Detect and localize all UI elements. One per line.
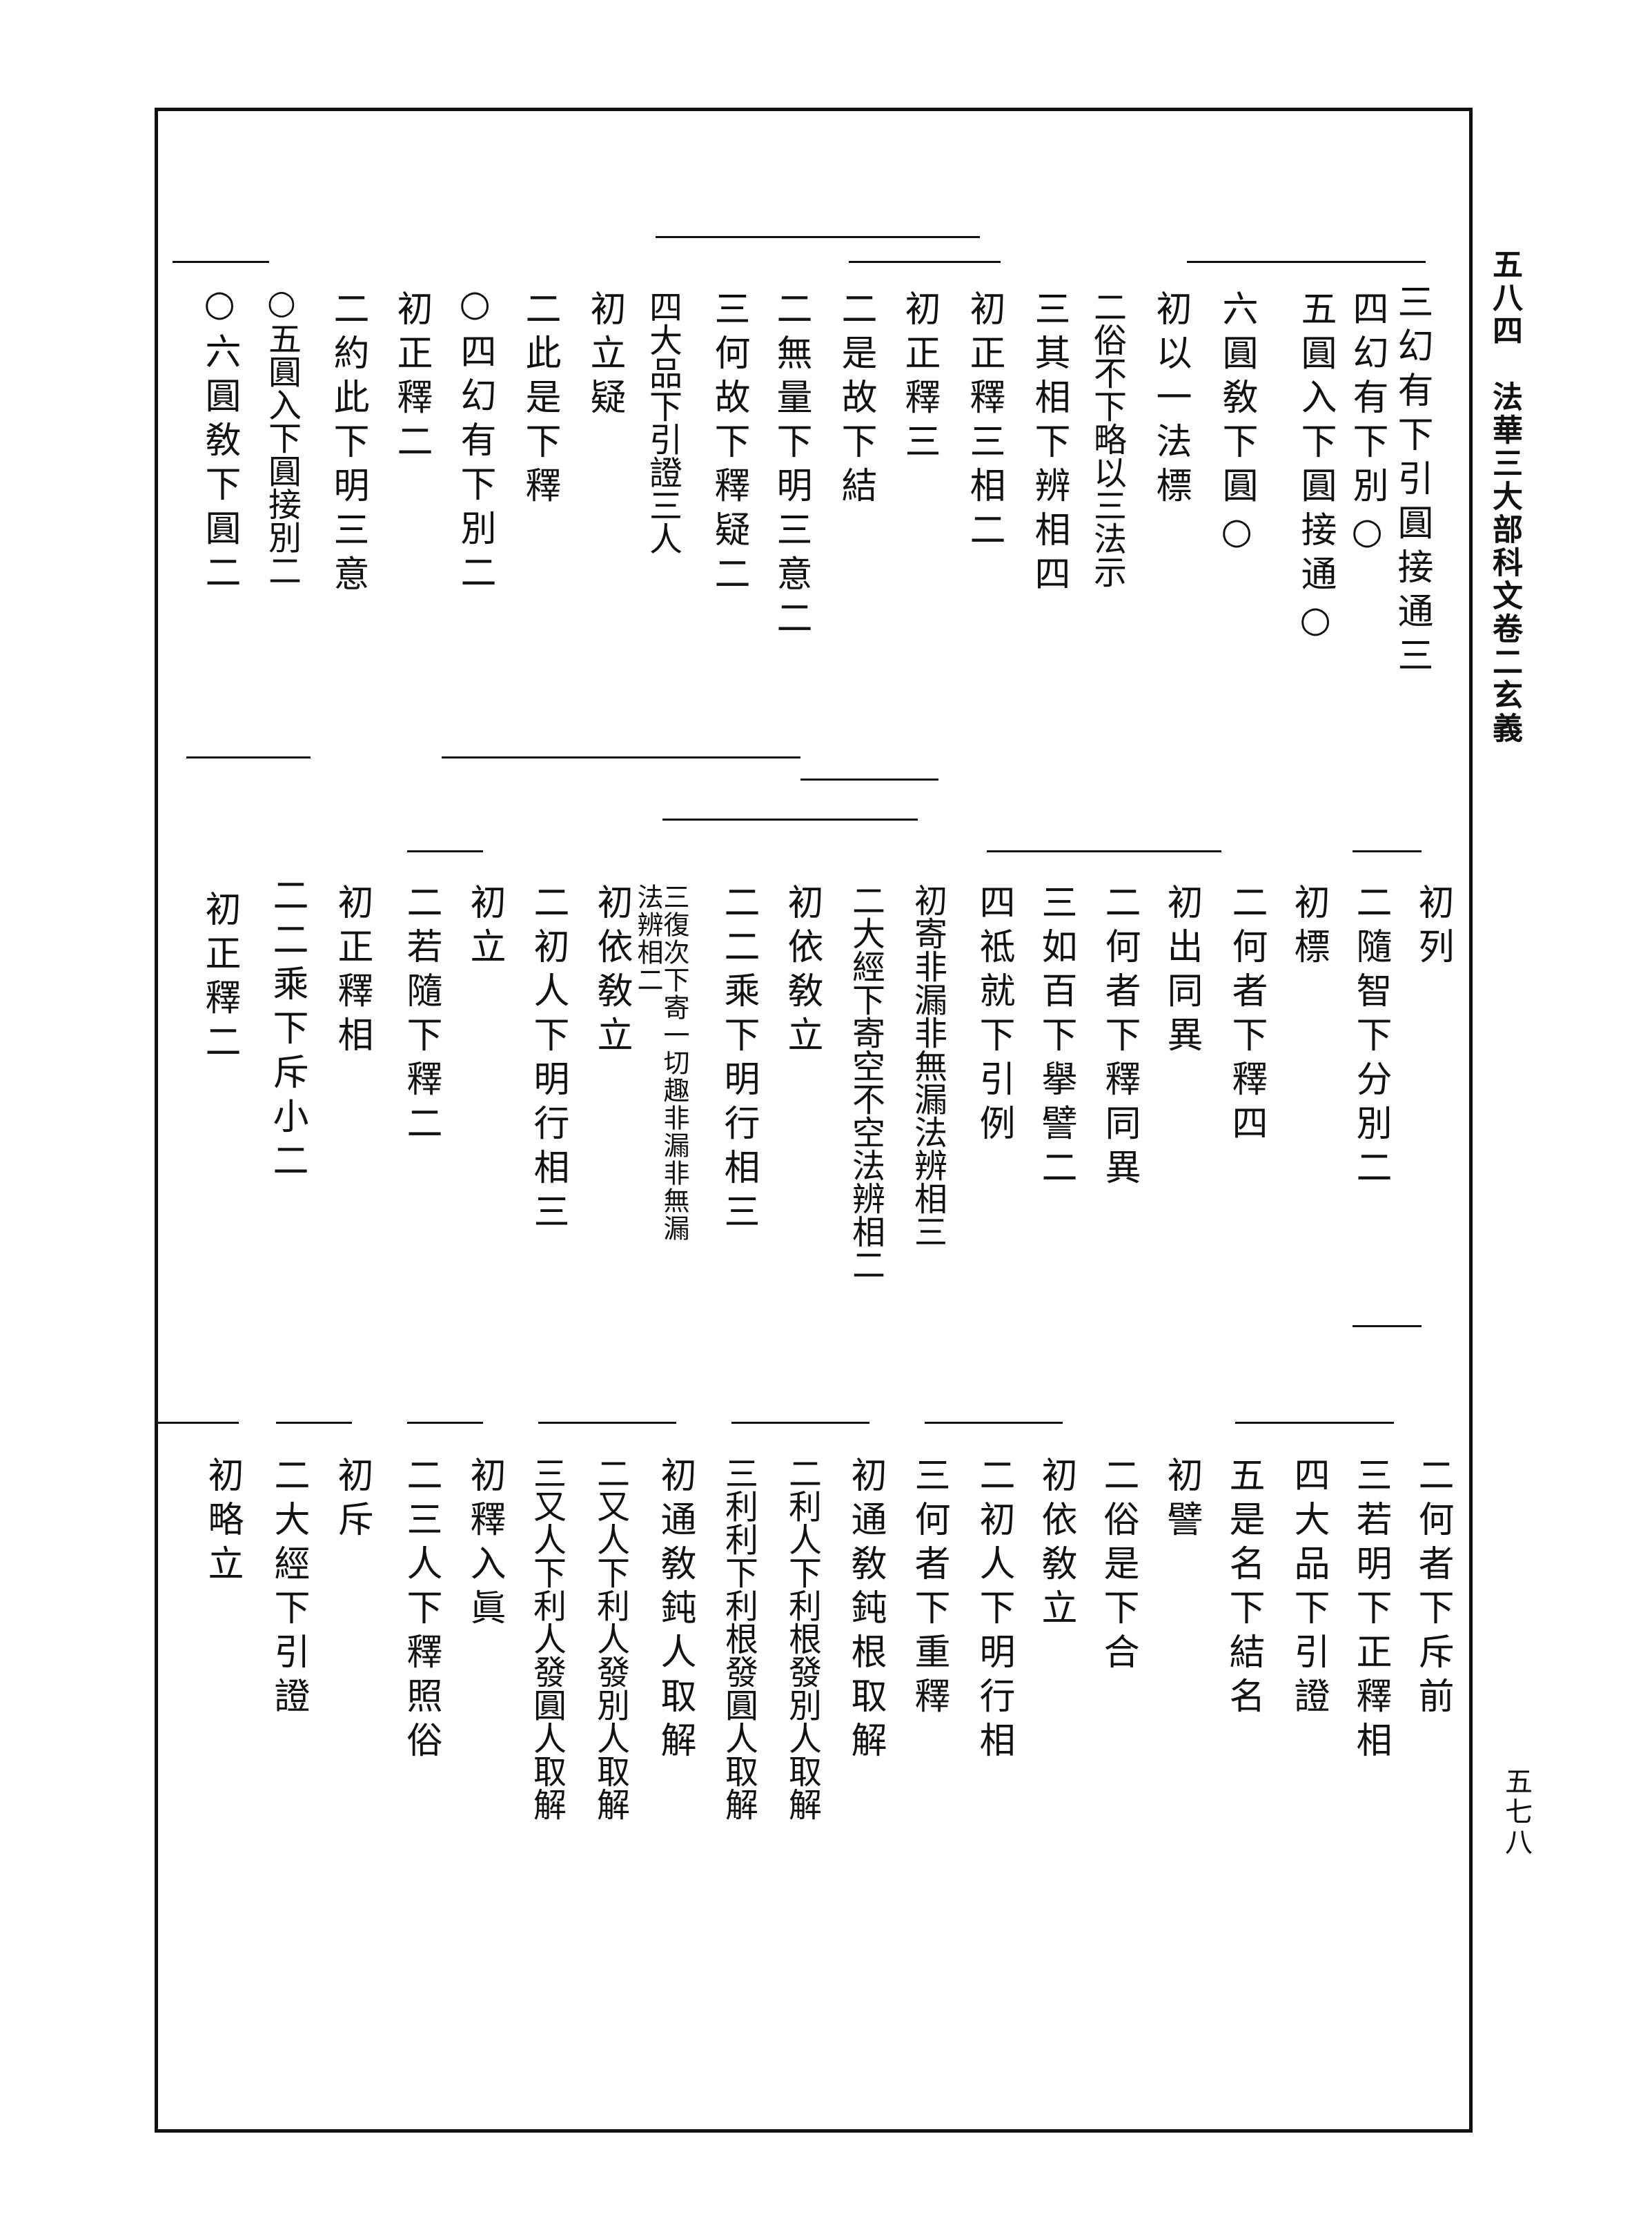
band3-entry-5: 初譬 (1161, 1456, 1202, 1545)
band1-bottom-connector-far (186, 756, 311, 758)
band1-entry-1: 三幻有下引圓接通三 (1391, 283, 1433, 681)
band3-entry-16: 初釋入眞 (464, 1456, 505, 1633)
band1-entry-16: ○四幻有下別二 (454, 283, 495, 598)
band3-entry-3: 四大品下引證 (1288, 1456, 1329, 1721)
band2-entry-14: 初依敎立 (591, 883, 632, 1060)
band2-entry-4: 二何者下釋四 (1226, 883, 1267, 1148)
band3-top-rule-f (276, 1422, 352, 1424)
band2-top-rule-mid (987, 850, 1221, 852)
band2-entry-11: 初依敎立 (781, 883, 823, 1060)
band3-entry-7: 初依敎立 (1035, 1456, 1076, 1633)
running-head: 五八四 法華三大部科文卷二玄義 (1487, 248, 1522, 745)
band2-entry-8: 四祗就下引例 (973, 883, 1014, 1148)
band3-top-rule-e (407, 1422, 483, 1424)
band3-entry-20: 初略立 (201, 1456, 243, 1589)
band1-entry-12: 三何故下釋疑二 (708, 290, 749, 599)
band1-entry-7: 三其相下辨相四 (1028, 290, 1070, 599)
band3-entry-11: 二利人下利根發別人取解 (783, 1456, 821, 1821)
band3-entry-18: 初斥 (331, 1456, 373, 1545)
band1-top-rule-left (173, 261, 269, 263)
band1-top-rule-mid2 (849, 261, 1001, 263)
band1-entry-17: 初正釋二 (391, 290, 432, 467)
band1-entry-18: 二約此下明三意 (327, 290, 368, 599)
band1-entry-9: 初正釋三 (898, 290, 940, 467)
page-frame (155, 108, 1473, 2133)
band1-entry-8: 初正釋三相二 (963, 290, 1005, 555)
band2-entry-13: 三復次下寄一切趣非漏非無漏法辨相二 (633, 883, 689, 1242)
band2-entry-6: 二何者下釋同異 (1099, 883, 1140, 1193)
band1-entry-15: 二此是下釋 (519, 290, 560, 511)
band2-entry-20: 初正釋二 (199, 890, 240, 1067)
band1-top-rule-mid (656, 236, 980, 238)
band2-top-rule-center (662, 819, 918, 821)
band2-entry-1: 初列 (1412, 883, 1453, 972)
band2-entry-3: 初標 (1288, 883, 1329, 972)
band2-entry-15: 二初人下明行相三 (527, 883, 569, 1237)
band3-entry-6: 二俗是下合 (1097, 1456, 1139, 1677)
band3-entry-10: 初通敎鈍根取解 (845, 1456, 886, 1765)
band3-top-rule-a (1235, 1422, 1394, 1424)
band2-top-rule-left (407, 850, 483, 852)
band2-entry-2: 二隨智下分別二 (1350, 883, 1391, 1193)
band2-top-rule-right (1353, 850, 1422, 852)
band2-entry-7: 三如百下擧譬二 (1035, 883, 1076, 1193)
band2-entry-12: 二二乘下明行相三 (718, 883, 759, 1237)
band1-top-rule-right (1187, 261, 1426, 263)
band3-entry-2: 三若明下正釋相 (1350, 1456, 1391, 1765)
band3-top-rule-b (925, 1422, 1063, 1424)
band1-entry-11: 二無量下明三意二 (770, 290, 812, 643)
band1-entry-5: 初以一法標 (1150, 290, 1191, 511)
band3-entry-8: 二初人下明行相 (973, 1456, 1014, 1765)
band3-top-rule-d (538, 1422, 676, 1424)
band2-entry-9: 初寄非漏非無漏法辨相三 (908, 883, 947, 1248)
band3-entry-14: 二又人下利人發別人取解 (591, 1456, 629, 1821)
band1-entry-3: 五圓入下圓接通○ (1295, 290, 1336, 649)
band2-entry-18: 初正釋相 (331, 883, 373, 1060)
band3-entry-19: 二大經下引證 (268, 1456, 309, 1721)
band3-entry-13: 初通敎鈍人取解 (654, 1456, 696, 1765)
band2-entry-10: 二大經下寄空不空法辨相二 (846, 883, 885, 1281)
band3-entry-9: 三何者下重釋 (908, 1456, 950, 1721)
band3-entry-15: 三又人下利人發圓人取解 (527, 1456, 566, 1821)
folio-number: 五七八 (1500, 1767, 1532, 1858)
band1-entry-4: 六圓敎下圓○ (1216, 290, 1257, 560)
band2-entry-19: 二二乘下斥小二 (266, 877, 308, 1186)
band1-entry-13: 四大品下引證三人 (643, 290, 682, 555)
band3-entry-1: 二何者下斥前 (1412, 1456, 1453, 1721)
band1-entry-10: 二是故下結 (835, 290, 876, 511)
band2-entry-16: 初立 (464, 883, 505, 972)
band2-bottom-connector-right (1353, 1325, 1422, 1327)
band3-entry-4: 五是名下結名 (1223, 1456, 1264, 1721)
band1-entry-6: 二俗不下略以三法示 (1088, 290, 1126, 588)
band1-entry-14: 初立疑 (584, 290, 625, 422)
band1-bottom-connector-right (800, 779, 938, 781)
band2-entry-5: 初出同異 (1161, 883, 1202, 1060)
band3-entry-12: 三利利下利根發圓人取解 (719, 1456, 758, 1821)
band1-entry-2: 四幻有下別○ (1346, 290, 1388, 560)
band3-top-rule-c (731, 1422, 869, 1424)
band1-entry-20: ○六圓敎下圓二 (199, 283, 240, 598)
band2-entry-17: 二若隨下釋二 (400, 883, 442, 1148)
band3-top-rule-g (156, 1422, 239, 1424)
band3-entry-17: 二三人下釋照俗 (400, 1456, 442, 1765)
band1-entry-19: ○五圓入下圓接別二 (262, 283, 301, 587)
band1-bottom-connector-left (442, 756, 800, 758)
